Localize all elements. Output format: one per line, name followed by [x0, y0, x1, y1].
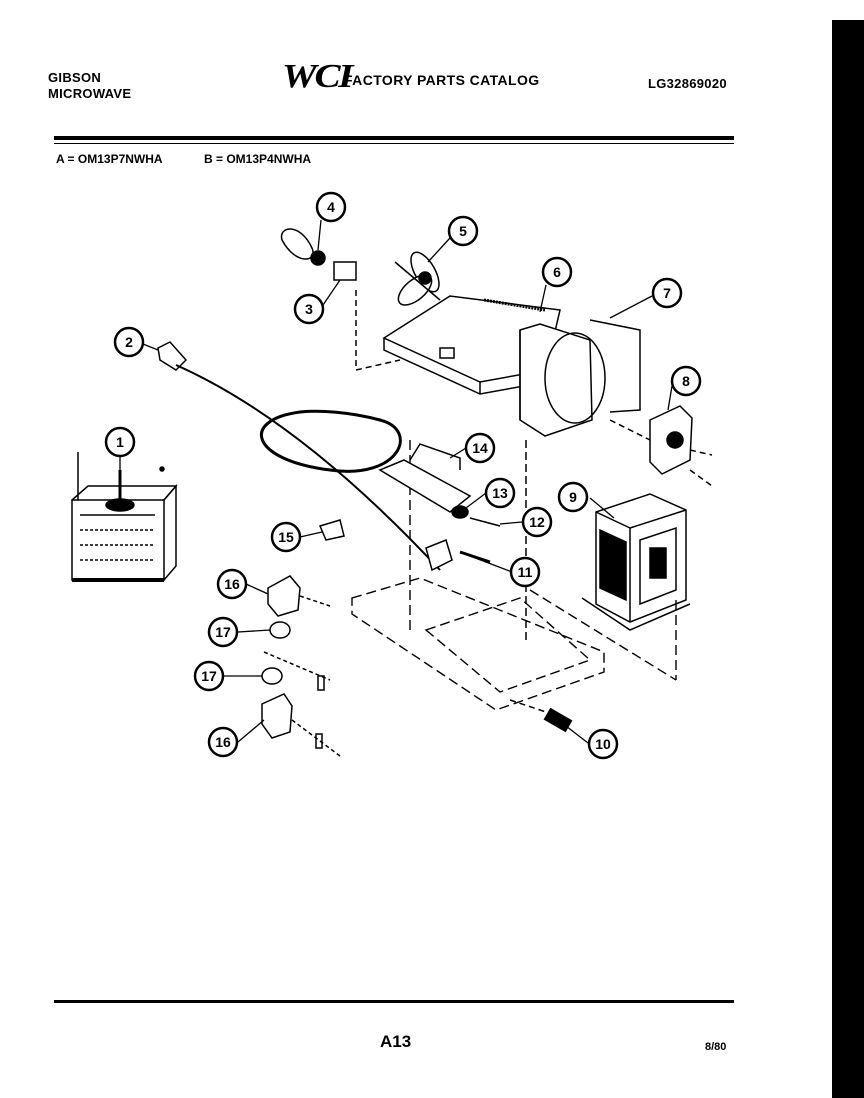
- callout-5: 5: [447, 215, 479, 247]
- page-id: A13: [380, 1032, 412, 1051]
- callout-markers: 1 2 3 4 5 6 7 8 9 10 11 12 13 14 15 16 1…: [104, 191, 702, 760]
- callout-14: 14: [464, 432, 496, 464]
- catalog-title: FACTORY PARTS CATALOG: [344, 72, 540, 88]
- callout-1: 1: [104, 426, 136, 458]
- header-rule-thin: [54, 143, 734, 144]
- callout-7: 7: [651, 277, 683, 309]
- transformer-part: [581, 493, 691, 631]
- header-rule-thick: [54, 136, 734, 140]
- revision-date: 8/80: [705, 1041, 727, 1053]
- svg-text:3: 3: [305, 301, 313, 317]
- svg-text:8: 8: [682, 373, 690, 389]
- fan-bracket-part: [382, 295, 641, 640]
- fan-motor-part: [609, 405, 713, 487]
- svg-text:11: 11: [518, 564, 533, 580]
- svg-text:5: 5: [459, 223, 467, 239]
- model-a-label: A = OM13P7NWHA: [56, 152, 163, 166]
- svg-text:13: 13: [492, 485, 508, 501]
- callout-16-upper: 16: [216, 568, 248, 600]
- model-b-label: B = OM13P4NWHA: [204, 152, 312, 166]
- callout-16-lower: 16: [207, 726, 239, 758]
- capacitor-part: [378, 443, 501, 527]
- switch-parts: [261, 519, 491, 757]
- svg-text:17: 17: [215, 624, 231, 640]
- footer-rule: [54, 1000, 734, 1003]
- svg-text:2: 2: [125, 334, 133, 350]
- fan-blade-part: [394, 251, 441, 306]
- callout-17-lower: 17: [193, 660, 225, 692]
- callout-6: 6: [541, 256, 573, 288]
- svg-text:16: 16: [224, 576, 240, 592]
- callout-9: 9: [557, 481, 589, 513]
- product-type: MICROWAVE: [48, 86, 132, 101]
- callout-15: 15: [270, 521, 302, 553]
- callout-leaders: [119, 219, 673, 744]
- callout-12: 12: [521, 506, 553, 538]
- callout-2: 2: [113, 326, 145, 358]
- callout-4: 4: [315, 191, 347, 223]
- magnetron-part: [71, 452, 178, 582]
- callout-17-upper: 17: [207, 616, 239, 648]
- svg-text:16: 16: [215, 734, 231, 750]
- svg-text:10: 10: [595, 736, 611, 752]
- brand-name: GIBSON: [48, 70, 102, 85]
- callout-8: 8: [670, 365, 702, 397]
- svg-text:9: 9: [569, 489, 577, 505]
- page-border-right: [832, 20, 864, 1098]
- svg-text:1: 1: [116, 434, 124, 450]
- svg-text:12: 12: [529, 514, 545, 530]
- callout-13: 13: [484, 477, 516, 509]
- brand-block: GIBSON MICROWAVE: [48, 70, 131, 102]
- svg-text:6: 6: [553, 264, 561, 280]
- svg-text:15: 15: [278, 529, 294, 545]
- document-code: LG32869020: [648, 76, 727, 91]
- wci-logo: WCI: [282, 58, 353, 95]
- lamp-and-socket-part: [280, 228, 401, 371]
- callout-3: 3: [293, 293, 325, 325]
- diode-part: [509, 699, 573, 733]
- svg-text:4: 4: [327, 199, 335, 215]
- svg-text:17: 17: [201, 668, 217, 684]
- power-cord-part: [157, 341, 441, 571]
- callout-11: 11: [509, 556, 541, 588]
- callout-10: 10: [587, 728, 619, 760]
- svg-text:7: 7: [663, 285, 671, 301]
- svg-text:14: 14: [472, 440, 488, 456]
